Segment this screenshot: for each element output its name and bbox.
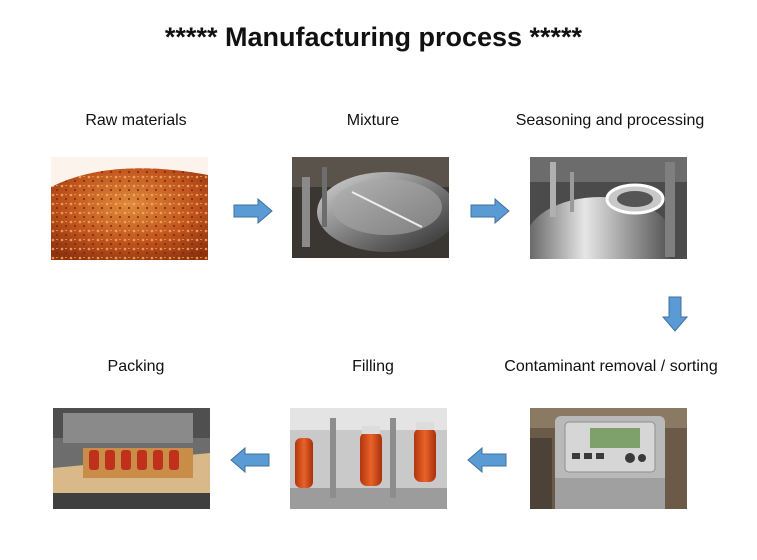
- contaminant-removal-image: [530, 408, 687, 509]
- step-label-filling: Filling: [352, 358, 394, 375]
- step-label-mixture: Mixture: [346, 112, 400, 129]
- arrow-left-icon: [467, 447, 507, 473]
- step-label-raw-materials: Raw materials: [85, 112, 187, 129]
- raw-materials-image: [51, 157, 208, 260]
- diagram-title: ***** Manufacturing process *****: [164, 22, 583, 52]
- mixture-image: [292, 157, 449, 258]
- step-label-packing: Packing: [107, 358, 165, 375]
- arrow-down-icon: [662, 296, 688, 332]
- arrow-left-icon: [230, 447, 270, 473]
- arrow-right-icon: [470, 198, 510, 224]
- seasoning-processing-image: [530, 157, 687, 259]
- step-label-contaminant-removal: Contaminant removal / sorting: [504, 358, 718, 375]
- filling-image: [290, 408, 447, 509]
- packing-image: [53, 408, 210, 509]
- step-label-seasoning: Seasoning and processing: [515, 112, 705, 129]
- arrow-right-icon: [233, 198, 273, 224]
